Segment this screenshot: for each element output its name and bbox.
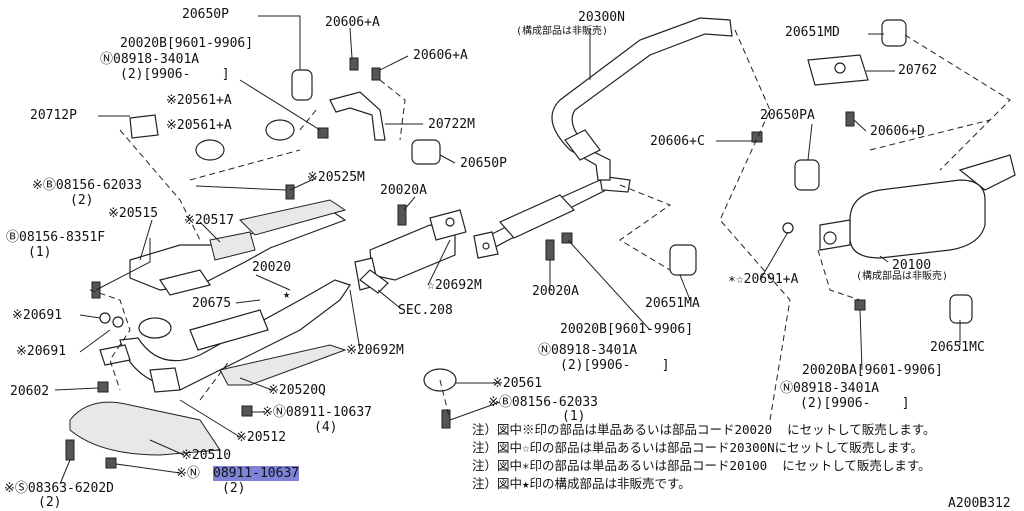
part-label-pN08918_right[interactable]: Ⓝ08918-3401A xyxy=(780,381,880,396)
part-label-p20020B_top[interactable]: 20020B[9601-9906] xyxy=(120,36,254,51)
note-line-1: 注）図中※印の部品は単品あるいは部品コード20020 にセットして販売します。 xyxy=(472,422,936,437)
part-label-p20100_note[interactable]: (構成部品は非販売) xyxy=(856,271,949,282)
part-label-p20100[interactable]: 20100 xyxy=(892,258,932,273)
part-label-p20606A_2[interactable]: 20606+A xyxy=(413,48,468,63)
part-label-pN08911_b_sub[interactable]: (2) xyxy=(222,481,246,496)
part-label-p20675[interactable]: 20675 xyxy=(192,296,232,311)
part-label-pS08363[interactable]: ※Ⓢ08363-6202D xyxy=(4,481,114,496)
part-label-pN08918_right_sub[interactable]: (2)[9906- ] xyxy=(800,396,910,411)
part-label-p08156_62033_a_sub[interactable]: (2) xyxy=(70,193,94,208)
center-catalyst xyxy=(354,209,467,294)
note-line-4: 注）図中★印の構成部品は非販売です。 xyxy=(472,476,691,491)
part-label-pN08918_mid_sub[interactable]: (2)[9906- ] xyxy=(560,358,670,373)
part-label-p20515[interactable]: ※20515 xyxy=(108,206,159,221)
part-label-p20512[interactable]: ※20512 xyxy=(236,430,287,445)
part-label-pN08918_top_sub[interactable]: (2)[9906- ] xyxy=(120,67,230,82)
part-label-p20020BA[interactable]: 20020BA[9601-9906] xyxy=(802,363,943,378)
part-label-p20691_a[interactable]: ※20691 xyxy=(12,308,63,323)
front-exhaust-pipe xyxy=(69,279,351,456)
star-marker: ★ xyxy=(283,287,290,301)
part-label-p08156_62033_b[interactable]: ※Ⓑ08156-62033 xyxy=(488,395,598,410)
part-label-p20510[interactable]: ※20510 xyxy=(181,448,232,463)
part-label-p20651MD[interactable]: 20651MD xyxy=(785,25,840,40)
assembly-dashed-lines xyxy=(89,29,1011,421)
part-label-p20762[interactable]: 20762 xyxy=(898,63,938,78)
part-label-p20692M_2[interactable]: ※20692M xyxy=(346,343,404,358)
part-label-p20020_mid[interactable]: 20020 xyxy=(252,260,292,275)
part-label-p08156_62033_a[interactable]: ※Ⓑ08156-62033 xyxy=(32,178,142,193)
part-label-pN08911_b_prefix[interactable]: ※Ⓝ xyxy=(176,466,200,481)
part-label-p08156_8351F[interactable]: Ⓑ08156-8351F xyxy=(6,230,106,245)
part-label-p08156_62033_b_sub[interactable]: (1) xyxy=(562,409,586,424)
bolts-nuts xyxy=(65,57,866,469)
part-label-p20517[interactable]: ※20517 xyxy=(184,213,235,228)
part-label-pN08918_top[interactable]: Ⓝ08918-3401A xyxy=(100,52,200,67)
part-label-p20691_b[interactable]: ※20691 xyxy=(16,344,67,359)
part-label-pN08911_a[interactable]: ※Ⓝ08911-10637 xyxy=(262,405,372,420)
part-label-pN08918_mid[interactable]: Ⓝ08918-3401A xyxy=(538,343,638,358)
part-label-p20561A_2[interactable]: ※20561+A xyxy=(166,118,232,133)
part-label-pA200B312[interactable]: A200B312 xyxy=(948,496,1011,511)
part-label-p20651MA[interactable]: 20651MA xyxy=(645,296,700,311)
part-label-p20300N[interactable]: 20300N xyxy=(578,10,625,25)
part-label-p20606A_1[interactable]: 20606+A xyxy=(325,15,380,30)
part-label-pS08363_sub[interactable]: (2) xyxy=(38,495,62,510)
part-label-p20722M[interactable]: 20722M xyxy=(428,117,475,132)
part-label-p20691A[interactable]: ∗☆20691+A xyxy=(728,272,799,287)
note-line-3: 注）図中∗印の部品は単品あるいは部品コード20100 にセットして販売します。 xyxy=(472,458,931,473)
part-label-p20650PA[interactable]: 20650PA xyxy=(760,108,815,123)
part-label-p20651MC[interactable]: 20651MC xyxy=(930,340,985,355)
center-pipe xyxy=(473,175,631,259)
leader-lines xyxy=(54,15,961,485)
part-label-pSEC208[interactable]: SEC.208 xyxy=(398,303,453,318)
part-label-p20020A_top[interactable]: 20020A xyxy=(380,183,427,198)
part-label-p20692M_1[interactable]: ☆20692M xyxy=(427,278,482,293)
part-label-pN08911_a_sub[interactable]: (4) xyxy=(314,420,338,435)
part-label-p20561A_1[interactable]: ※20561+A xyxy=(166,93,232,108)
part-label-p08156_8351F_sub[interactable]: (1) xyxy=(28,245,52,260)
part-label-p20712P[interactable]: 20712P xyxy=(30,108,77,123)
note-line-2: 注）図中☆印の部品は単品あるいは部品コード20300Nにセットして販売します。 xyxy=(472,440,924,455)
part-label-p20602[interactable]: 20602 xyxy=(10,384,50,399)
part-label-p20606D[interactable]: 20606+D xyxy=(870,124,925,139)
part-label-p20561_b[interactable]: ※20561 xyxy=(492,376,543,391)
part-label-p20650P_top[interactable]: 20650P xyxy=(182,7,229,22)
front-catalyst xyxy=(129,199,347,296)
part-label-p20020B_mid[interactable]: 20020B[9601-9906] xyxy=(560,322,694,337)
hanger-rubbers xyxy=(129,19,973,324)
part-label-p20650P_mid[interactable]: 20650P xyxy=(460,156,507,171)
part-label-p20520Q[interactable]: ※20520Q xyxy=(268,383,326,398)
part-label-pN08911_b[interactable]: 08911-10637 xyxy=(213,466,300,481)
rear-pipe xyxy=(551,17,733,181)
part-label-p20300N_note[interactable]: (構成部品は非販売) xyxy=(516,26,609,37)
rear-muffler xyxy=(819,154,1016,259)
part-label-p20020A_mid[interactable]: 20020A xyxy=(532,284,579,299)
part-label-p20606C[interactable]: 20606+C xyxy=(650,134,705,149)
part-label-p20525M[interactable]: ※20525M xyxy=(307,170,365,185)
